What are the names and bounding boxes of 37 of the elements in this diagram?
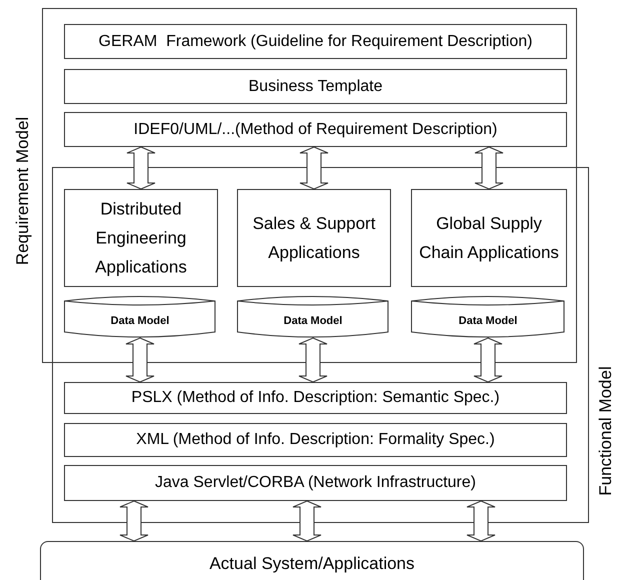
layer-box xyxy=(64,112,567,147)
box-label: Global Supply Chain Applications xyxy=(418,213,560,264)
box-label: Business Template xyxy=(248,76,384,96)
double-block-arrow xyxy=(300,146,328,190)
double-block-arrow xyxy=(466,500,496,542)
data-model-cylinder xyxy=(411,296,565,338)
layer-box xyxy=(64,382,567,414)
layer-box xyxy=(64,24,567,59)
box-label: XML (Method of Info. Description: Formality Spec.) xyxy=(135,430,496,450)
box-label: Actual System/Applications xyxy=(208,553,416,575)
double-block-arrow xyxy=(474,337,502,383)
cylinder-label: Data Model xyxy=(282,314,344,328)
layer-box xyxy=(64,465,567,501)
model-label: Functional Model xyxy=(596,366,616,496)
box-label: GERAM Framework (Guideline for Requirement Description) xyxy=(98,32,534,52)
box-label: PSLX (Method of Info. Description: Semantic Spec.) xyxy=(130,388,501,408)
model-label: Requirement Model xyxy=(13,116,33,266)
double-block-arrow xyxy=(298,337,328,383)
application-box xyxy=(64,189,218,287)
system-box xyxy=(40,541,584,580)
box-label: IDEF0/UML/...(Method of Requirement Description) xyxy=(132,120,498,140)
cylinder-label: Data Model xyxy=(458,314,518,328)
box-label: Java Servlet/CORBA (Network Infrastructure) xyxy=(154,473,477,493)
double-block-arrow xyxy=(292,500,322,542)
application-box xyxy=(237,189,391,287)
data-model-cylinder xyxy=(237,296,389,338)
application-box xyxy=(411,189,567,287)
layer-box xyxy=(64,69,567,104)
box-label: Distributed Engineering Applications xyxy=(94,198,188,278)
double-block-arrow xyxy=(120,500,148,542)
box-label: Sales & Support Applications xyxy=(252,213,376,264)
double-block-arrow xyxy=(126,146,156,190)
double-block-arrow xyxy=(126,337,154,383)
layer-box xyxy=(64,423,567,457)
double-block-arrow xyxy=(474,146,504,190)
data-model-cylinder xyxy=(64,296,216,338)
cylinder-label: Data Model xyxy=(110,314,170,328)
